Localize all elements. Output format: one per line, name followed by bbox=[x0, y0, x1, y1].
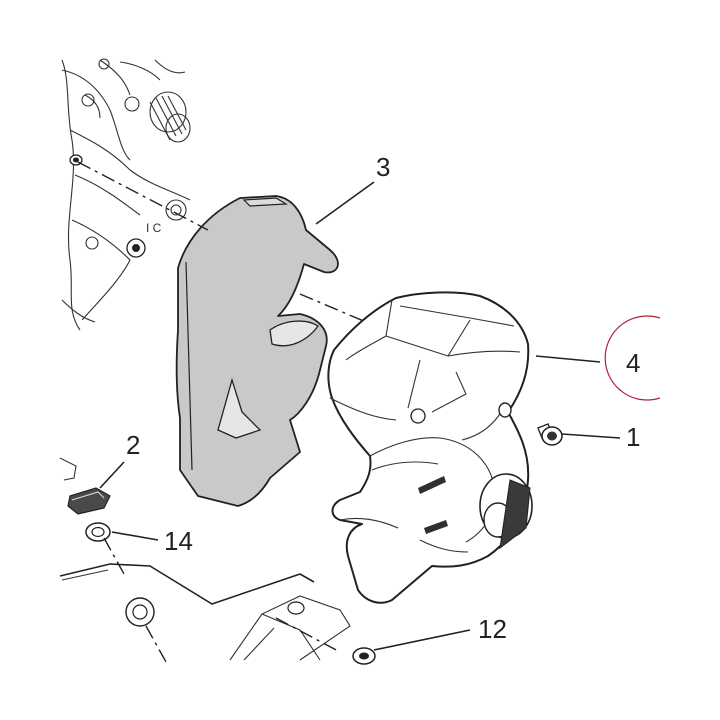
callout-2: 2 bbox=[126, 430, 140, 460]
leader-lines bbox=[99, 181, 621, 651]
screw-part-1 bbox=[537, 423, 563, 446]
engine-casing: I C bbox=[61, 58, 191, 331]
cover bbox=[327, 291, 533, 604]
highlight-circle bbox=[604, 315, 661, 401]
callout-3: 3 bbox=[376, 152, 390, 182]
leader-line-2 bbox=[99, 461, 125, 489]
leader-line-3 bbox=[315, 181, 375, 225]
cover-boss bbox=[479, 473, 533, 550]
leader-line-14 bbox=[111, 531, 159, 541]
small-sprocket bbox=[126, 238, 146, 258]
callout-14: 14 bbox=[164, 526, 193, 556]
leader-line-4 bbox=[535, 355, 601, 363]
callout-4: 4 bbox=[626, 348, 640, 378]
clip-part-2 bbox=[59, 457, 111, 515]
gasket bbox=[175, 195, 339, 507]
washer-part-14 bbox=[85, 522, 111, 542]
leader-line-1 bbox=[561, 433, 621, 439]
svg-text:I C: I C bbox=[146, 221, 162, 235]
frame-plate bbox=[59, 563, 351, 661]
bolt-part-12 bbox=[352, 647, 376, 665]
callout-1: 1 bbox=[626, 422, 640, 452]
assembly-axis-lines bbox=[77, 161, 367, 663]
leader-line-12 bbox=[373, 629, 471, 651]
splined-shaft bbox=[149, 91, 191, 143]
callout-12: 12 bbox=[478, 614, 507, 644]
